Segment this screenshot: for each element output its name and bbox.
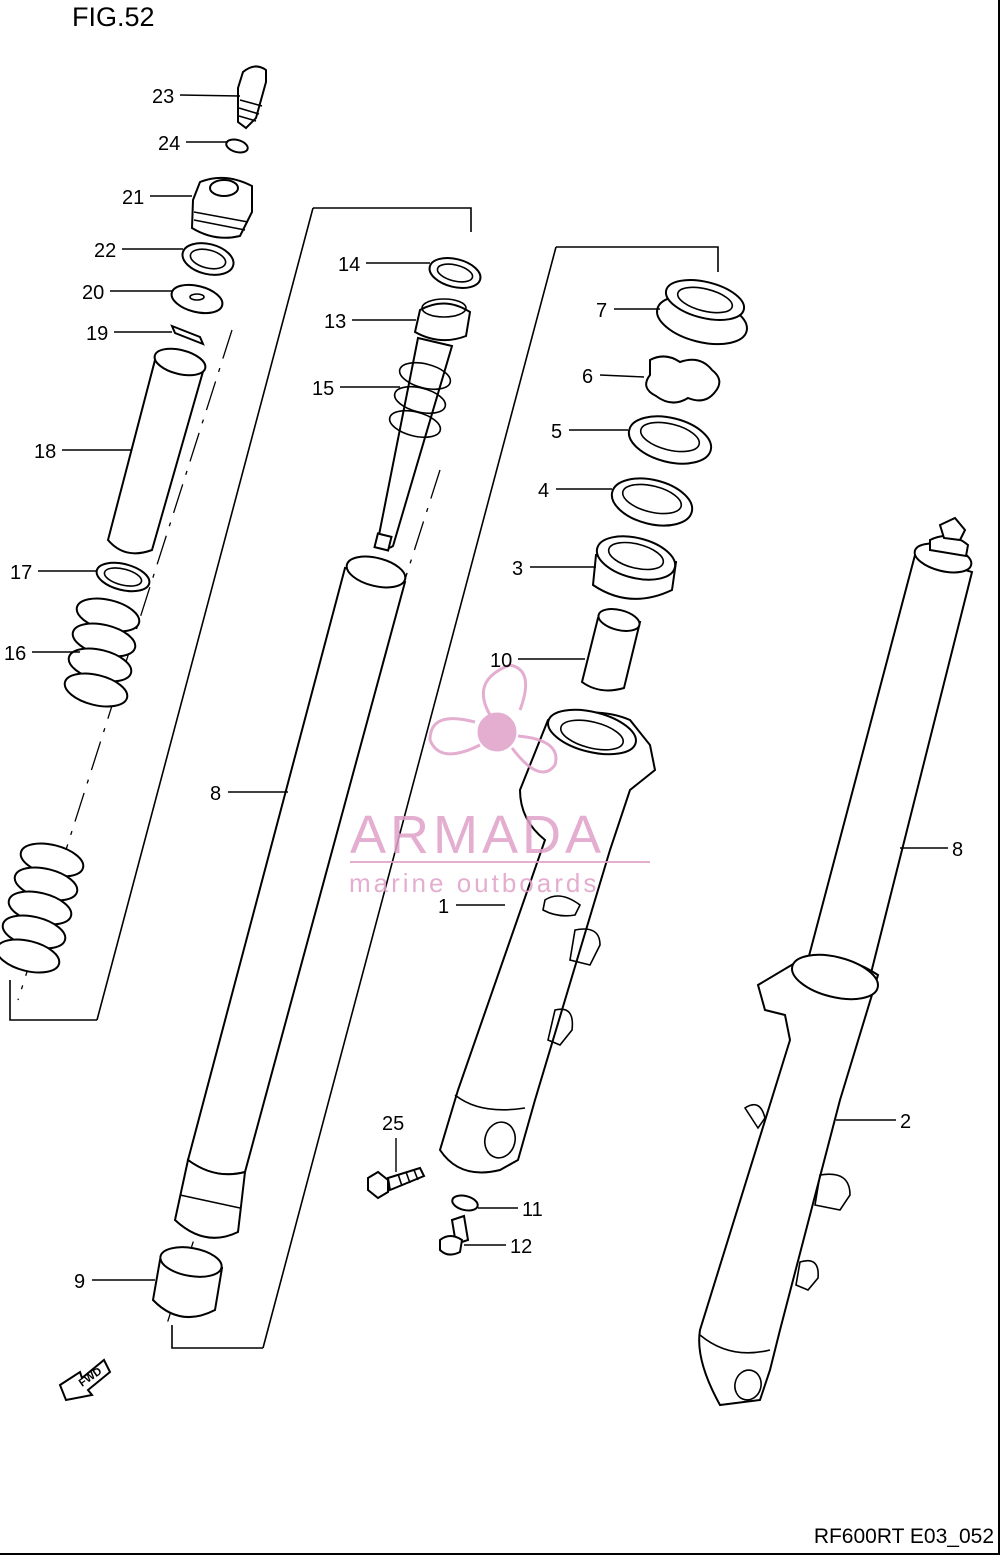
part-14-ring	[428, 257, 482, 289]
callout-8a: 8	[210, 783, 288, 805]
part-12-bolt	[439, 1214, 470, 1256]
part-6-stopper-ring	[645, 355, 721, 404]
part-18-spacer-tube	[106, 347, 207, 555]
part-15-damper-rod	[373, 336, 454, 552]
callout-5: 5	[551, 421, 628, 443]
callout-label-18: 18	[34, 441, 56, 463]
callout-22: 22	[94, 240, 183, 262]
part-10-oil-lock-piece	[580, 608, 642, 692]
part-25-bolt	[367, 1166, 426, 1200]
spring-coil	[63, 672, 129, 708]
callout-14: 14	[338, 254, 430, 276]
callout-label-20: 20	[82, 282, 104, 304]
callout-12: 12	[464, 1236, 532, 1258]
callout-19: 19	[86, 323, 172, 345]
part-13-rod-top	[413, 298, 472, 342]
callout-label-6: 6	[582, 366, 593, 388]
callout-20: 20	[82, 282, 172, 304]
part-7-dust-seal	[656, 279, 748, 346]
fwd-direction-arrow: FWD	[58, 1358, 112, 1402]
part-11-washer	[451, 1194, 479, 1212]
callout-label-12: 12	[510, 1236, 532, 1258]
callout-label-15: 15	[312, 378, 334, 400]
callout-6: 6	[582, 366, 645, 388]
callout-label-9: 9	[74, 1271, 85, 1293]
callout-2: 2	[836, 1111, 911, 1133]
callout-label-7: 7	[596, 300, 607, 322]
callout-label-13: 13	[324, 311, 346, 333]
frame-middle-top	[556, 246, 719, 272]
callout-label-25: 25	[382, 1113, 404, 1135]
callout-label-11: 11	[522, 1199, 543, 1221]
drawing-code: RF600RT E03_052	[813, 1525, 994, 1548]
part-8-inner-tube-right	[798, 516, 974, 998]
callout-24: 24	[158, 133, 228, 155]
frame-left-group	[313, 207, 472, 232]
watermark-title: ARMADA	[350, 805, 605, 865]
callout-label-19: 19	[86, 323, 108, 345]
part-5-oil-seal	[627, 415, 713, 465]
callout-1: 1	[438, 896, 505, 918]
propeller-logo-icon	[428, 663, 558, 774]
callout-23: 23	[152, 86, 241, 108]
part-23-valve	[237, 65, 267, 130]
part-2-outer-tube-right	[698, 953, 880, 1407]
frame-left-bottom	[9, 980, 97, 1021]
part-1-outer-tube	[438, 708, 657, 1174]
callout-13: 13	[324, 311, 416, 333]
frame-left-edge	[96, 207, 314, 1021]
callout-label-5: 5	[551, 421, 562, 443]
callout-label-8a: 8	[210, 783, 221, 805]
callout-label-24: 24	[158, 133, 180, 155]
callout-11: 11	[478, 1199, 543, 1221]
part-22-washer	[181, 242, 235, 276]
callout-label-8b: 8	[952, 839, 963, 861]
callout-leader-23	[179, 94, 241, 97]
callout-label-1: 1	[438, 896, 449, 918]
callout-3: 3	[512, 558, 596, 580]
callout-9: 9	[74, 1271, 155, 1293]
part-24-o-ring	[225, 138, 249, 154]
callout-label-3: 3	[512, 558, 523, 580]
callout-8b: 8	[900, 839, 963, 861]
figure-title: FIG.52	[72, 2, 155, 32]
frame-middle-bottom	[171, 1325, 263, 1349]
part-20-spacer	[170, 283, 224, 315]
callout-layer: 23 24 21 22 20 19 18 17 16 14 13 15 8 9 7 6 5 4 3 10 1 25 11 12…	[4, 86, 963, 1293]
part-19-clip	[170, 324, 205, 346]
callout-label-22: 22	[94, 240, 116, 262]
callout-25: 25	[382, 1113, 404, 1172]
callout-leader-6	[599, 374, 645, 378]
part-8-inner-tube-left	[173, 555, 407, 1239]
callout-21: 21	[122, 187, 192, 209]
frame-middle-edge	[262, 246, 557, 1349]
callout-label-2: 2	[900, 1111, 911, 1133]
callout-4: 4	[538, 480, 612, 502]
part-21-cap-bolt	[190, 176, 253, 239]
watermark-subtitle: marine outboards	[349, 868, 599, 898]
spring-coil	[0, 938, 61, 974]
callout-label-23: 23	[152, 86, 174, 108]
callout-16: 16	[4, 643, 80, 665]
part-4-washer	[610, 477, 694, 527]
part-17-washer	[95, 561, 151, 593]
callout-label-10: 10	[490, 650, 512, 672]
callout-15: 15	[312, 378, 400, 400]
part-16-spring	[0, 597, 141, 974]
callout-10: 10	[490, 650, 585, 672]
callout-label-14: 14	[338, 254, 360, 276]
callout-17: 17	[10, 562, 97, 584]
callout-label-4: 4	[538, 480, 549, 502]
watermark: ARMADA marine outboards	[349, 663, 650, 898]
callout-label-17: 17	[10, 562, 32, 584]
part-3-guide-bushing	[591, 535, 678, 600]
callout-18: 18	[34, 441, 132, 463]
callout-label-16: 16	[4, 643, 26, 665]
callout-7: 7	[596, 300, 660, 322]
callout-label-21: 21	[122, 187, 144, 209]
part-9-bushing	[151, 1246, 224, 1318]
